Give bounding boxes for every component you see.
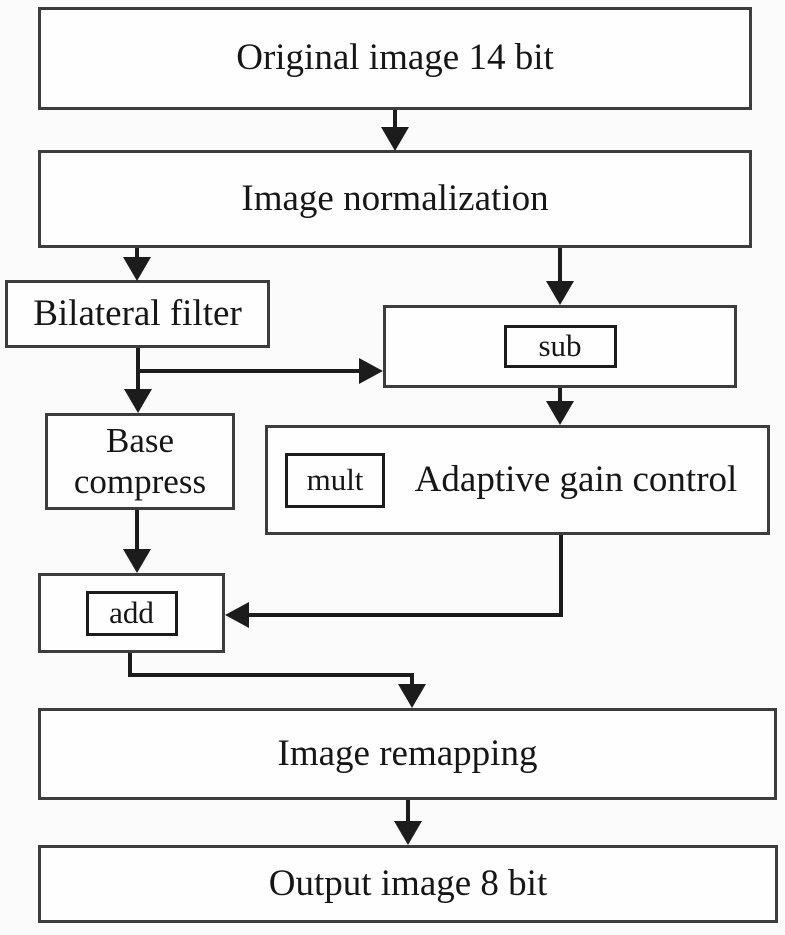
sub-operator-label: sub [538, 328, 582, 364]
arrowhead-down-icon [124, 389, 152, 413]
edge-line-segment [135, 248, 139, 260]
node-bilateral-filter-label: Bilateral filter [33, 292, 242, 334]
edge-line-segment [558, 248, 562, 284]
edge-line-segment [410, 673, 414, 687]
node-sub: sub [383, 305, 737, 388]
edge-line-segment [558, 388, 562, 404]
node-add: add [38, 573, 225, 653]
edge-line-segment [128, 653, 132, 677]
arrowhead-down-icon [381, 127, 409, 151]
arrowhead-right-icon [359, 358, 383, 384]
arrowhead-down-icon [123, 549, 151, 573]
arrowhead-left-icon [225, 602, 249, 628]
edge-line-segment [247, 613, 563, 617]
arrowhead-down-icon [398, 684, 426, 708]
node-output-image-label: Output image 8 bit [268, 862, 548, 904]
add-operator-label: add [109, 594, 154, 630]
node-original-image: Original image 14 bit [38, 7, 752, 110]
edge-line-segment [135, 510, 139, 551]
mult-operator-box: mult [285, 452, 385, 508]
node-adaptive-gain-control-label: Adaptive gain control [414, 458, 738, 500]
adaptive-gain-control-label-wrap: Adaptive gain control [385, 458, 767, 500]
node-image-normalization: Image normalization [38, 150, 752, 248]
node-image-remapping: Image remapping [38, 708, 777, 800]
edge-line-segment [136, 369, 361, 373]
node-original-image-label: Original image 14 bit [236, 37, 554, 79]
arrowhead-down-icon [546, 281, 574, 305]
arrowhead-down-icon [123, 257, 151, 281]
mult-operator-label: mult [306, 461, 364, 497]
arrowhead-down-icon [394, 821, 422, 845]
sub-operator-box: sub [503, 325, 617, 368]
edge-line-segment [393, 110, 397, 130]
node-output-image: Output image 8 bit [38, 845, 778, 923]
node-adaptive-gain-control: mult Adaptive gain control [265, 425, 770, 535]
node-image-remapping-label: Image remapping [277, 732, 538, 774]
edge-line-segment [406, 800, 410, 822]
base-compress-line2: compress [73, 461, 207, 501]
edge-line-segment [128, 673, 414, 677]
arrowhead-down-icon [546, 401, 574, 425]
base-compress-line1: Base [105, 421, 175, 461]
node-image-normalization-label: Image normalization [241, 177, 549, 219]
node-bilateral-filter: Bilateral filter [5, 280, 270, 348]
add-operator-box: add [85, 590, 178, 636]
edge-line-segment [559, 535, 563, 617]
